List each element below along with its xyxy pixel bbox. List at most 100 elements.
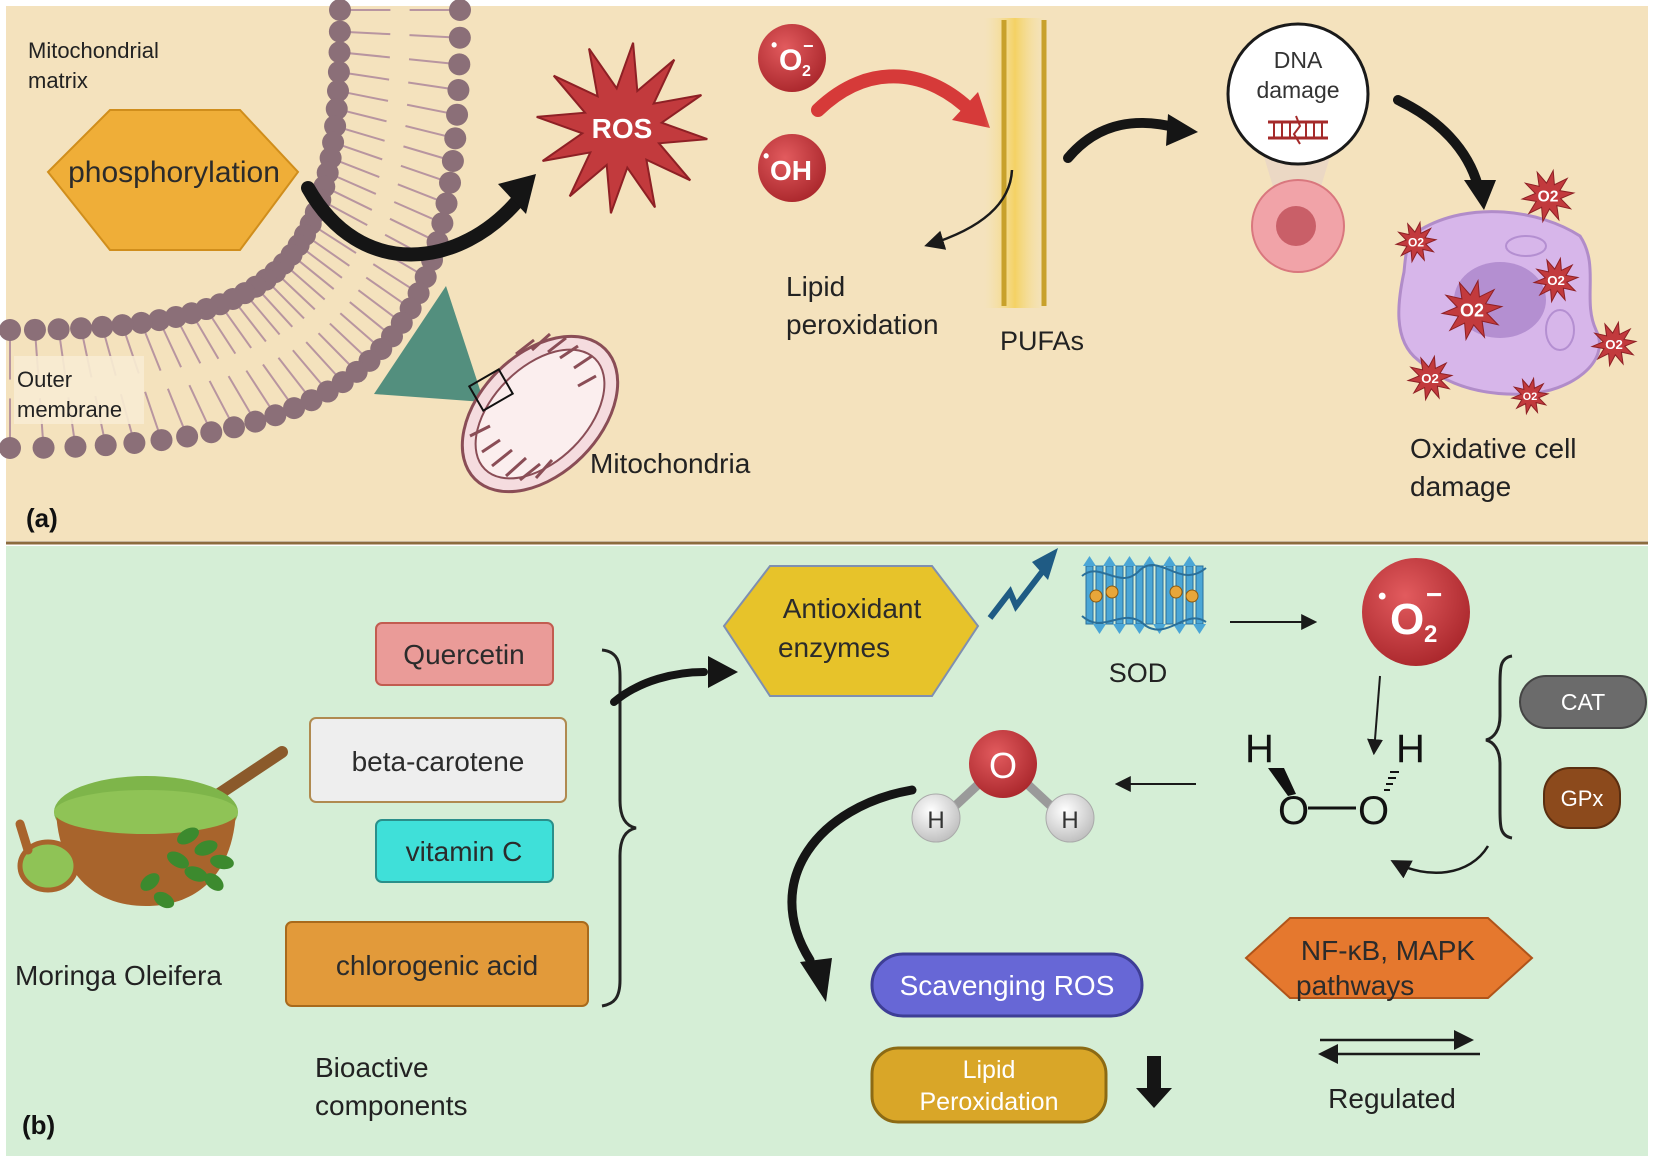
mini-superoxide-label: O2: [1605, 337, 1623, 352]
lipid-head: [91, 315, 114, 338]
phosphorylation-hexagon: [46, 109, 300, 251]
pufa-to-lipid-arrow: [924, 169, 1014, 250]
superoxide-dot-b: •: [1378, 583, 1386, 610]
lipid-head: [327, 61, 350, 84]
lipid-head: [70, 317, 93, 340]
panel-b-label: (b): [22, 1110, 55, 1140]
bioactive-label-1: Bioactive: [315, 1052, 429, 1083]
lipid-head: [23, 318, 46, 341]
zoom-triangle: [374, 286, 484, 402]
beta-carotene-label: beta-carotene: [352, 746, 525, 777]
lipid-head: [223, 416, 246, 439]
gpx-pill: [1543, 767, 1621, 829]
outer-membrane-label-bg: [14, 356, 144, 424]
lipid-head: [325, 97, 348, 120]
mini-superoxide-label: O2: [1421, 371, 1439, 386]
mini-superoxide-label: O2: [1547, 273, 1565, 288]
water-h-left: H: [927, 807, 944, 834]
gpx-label: GPx: [1561, 786, 1604, 811]
lipid-head: [300, 389, 323, 412]
lipid-head: [448, 26, 471, 49]
scavenging-ros-pill: [870, 952, 1144, 1018]
ros-to-pufa-arrowhead: [952, 92, 990, 128]
antioxidant-enzymes-hexagon: [722, 565, 980, 697]
lipid-peroxidation-box: [870, 1046, 1108, 1124]
water-molecule-icon: O H H: [911, 730, 1095, 843]
lipid-head: [64, 435, 87, 458]
lipid-head: [47, 318, 70, 341]
sod-strand: [1125, 565, 1134, 625]
h2o2-hash-bond: [1384, 771, 1399, 791]
superoxide-symbol-b: O: [1390, 595, 1424, 644]
vitamin-c-label: vitamin C: [406, 836, 523, 867]
lipid-peroxidation-box-label-1: Lipid: [963, 1056, 1016, 1084]
hydroxyl-dot: •: [763, 146, 769, 166]
vitamin-c-box: [375, 819, 554, 883]
sod-loop: [1081, 564, 1207, 579]
lipid-head: [244, 410, 267, 433]
panel-b: Moringa Oleifera Quercetin beta-carotene…: [6, 546, 1648, 1156]
lipid-head: [449, 0, 471, 21]
sod-strand-tip: [1133, 624, 1146, 634]
mini-superoxide-star: [1406, 354, 1454, 402]
decrease-arrow-shaft: [1147, 1056, 1161, 1090]
lipid-head: [283, 397, 306, 420]
dna-damage-label-2: damage: [1256, 77, 1339, 103]
lipid-head: [448, 53, 471, 76]
dna-damage-circle: [1226, 22, 1370, 166]
membrane-bilayer: [0, 0, 471, 459]
mini-superoxide-star: [1440, 278, 1504, 342]
sod-strand-tip: [1173, 624, 1186, 634]
lipid-head: [324, 115, 347, 138]
lipid-head: [111, 314, 134, 337]
cat-label: CAT: [1561, 689, 1605, 715]
dna-to-oxidative-arrow: [1393, 95, 1483, 191]
lipid-head: [148, 309, 171, 332]
cat-pill: [1519, 675, 1647, 729]
hydrogen-peroxide-structure: H H O O: [1245, 727, 1425, 833]
mini-superoxide-star: [1394, 220, 1438, 264]
water-h-right: H: [1061, 807, 1078, 834]
lipid-peroxidation-label-2: peroxidation: [786, 309, 939, 340]
sod-loop: [1081, 615, 1207, 631]
chlorogenic-acid-label: chlorogenic acid: [336, 950, 538, 981]
sod-strand: [1155, 565, 1164, 625]
mini-superoxide-star: [1520, 168, 1576, 224]
superoxide-circle-b: [1362, 558, 1470, 666]
mito-matrix-label-1: Mitochondrial: [28, 38, 159, 63]
increase-arrow: [987, 570, 1045, 620]
lipid-head: [123, 431, 146, 454]
damaged-cell-pink: [1251, 179, 1345, 273]
outer-membrane-label-2: membrane: [17, 397, 122, 422]
mini-superoxide-star: [1590, 320, 1638, 368]
water-o-label: O: [989, 745, 1017, 786]
superoxide-sup-b: −: [1426, 579, 1442, 610]
lipid-head: [431, 212, 454, 235]
beta-carotene-box: [309, 717, 567, 803]
pufa-to-dna-arrow: [1063, 117, 1183, 163]
ros-star: [536, 42, 708, 214]
sod-metal-ion: [1105, 585, 1119, 599]
hydroxyl-label: OH: [770, 155, 812, 186]
sod-metal-ion: [1089, 589, 1103, 603]
lipid-head: [200, 421, 223, 444]
moringa-label: Moringa Oleifera: [15, 960, 222, 991]
h2o2-h-left: H: [1245, 727, 1274, 771]
panel-a-label: (a): [26, 503, 58, 533]
lipid-head: [328, 41, 351, 64]
lipid-head: [130, 311, 153, 334]
mini-superoxide-star: [1510, 376, 1550, 416]
outer-membrane-label-1: Outer: [17, 367, 72, 392]
lipid-head: [264, 404, 287, 427]
sod-strand-tip: [1183, 556, 1196, 566]
enzymes-brace: [1485, 654, 1513, 840]
moringa-bowl-icon: [15, 746, 288, 909]
regulated-label: Regulated: [1328, 1083, 1456, 1114]
dna-to-oxidative-arrowhead: [1464, 180, 1496, 210]
sod-strand-tip: [1143, 556, 1156, 566]
sod-label: SOD: [1109, 658, 1168, 688]
oxidative-damage-label-1: Oxidative cell: [1410, 433, 1577, 464]
sod-strand-tip: [1113, 624, 1126, 634]
chlorogenic-acid-box: [285, 921, 589, 1007]
dna-damage-label-1: DNA: [1274, 47, 1323, 73]
